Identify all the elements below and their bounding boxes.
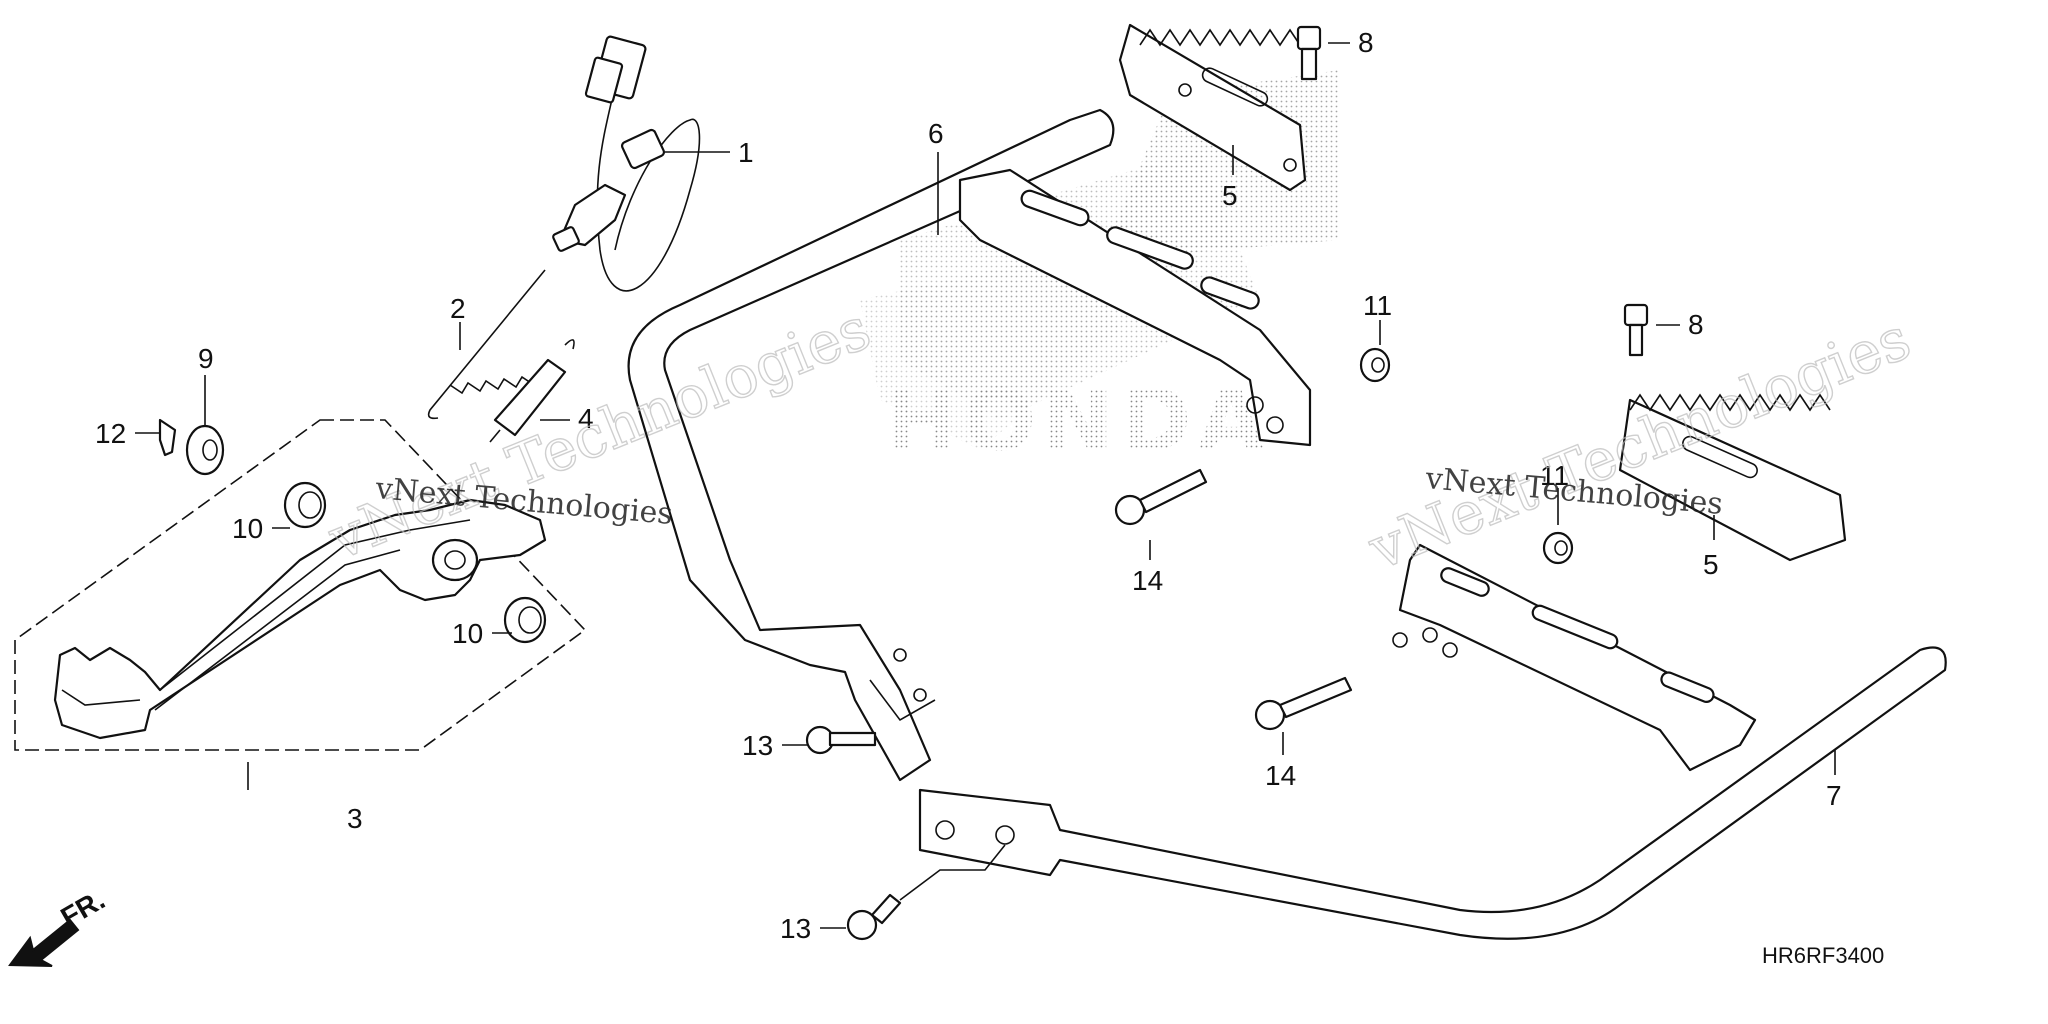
- callout-8a: 8: [1358, 27, 1374, 58]
- cotter-pin-12: [158, 418, 177, 457]
- collar-10-lower: [503, 596, 547, 644]
- callout-11a: 11: [1363, 290, 1392, 321]
- callout-11b: 11: [1540, 460, 1569, 491]
- brake-pedal: [53, 498, 547, 740]
- front-arrow-icon: [8, 918, 80, 967]
- callout-13a: 13: [742, 730, 773, 761]
- nut-11-upper: [1359, 347, 1391, 383]
- callout-12: 12: [95, 418, 126, 449]
- callout-1: 1: [738, 137, 754, 168]
- washer-9: [185, 424, 225, 476]
- callout-14a: 14: [1132, 565, 1163, 596]
- callout-6: 6: [928, 118, 944, 149]
- callout-10b: 10: [452, 618, 483, 649]
- pedal-pivot: [431, 538, 479, 582]
- callout-4: 4: [578, 403, 594, 434]
- step-bar-6: [627, 108, 1312, 782]
- honda-logo: HONDA: [885, 371, 1270, 471]
- bolt-8-upper: [1296, 25, 1322, 81]
- spring-4: [489, 339, 575, 443]
- stop-switch-group: [552, 35, 701, 292]
- bolt-14-upper: [1114, 468, 1208, 526]
- step-bar-7: [899, 543, 1947, 940]
- drawing-code: HR6RF3400: [1762, 943, 1884, 968]
- callout-5a: 5: [1222, 180, 1238, 211]
- bolt-13-upper: [805, 725, 877, 755]
- callout-2: 2: [450, 293, 466, 324]
- callout-8b: 8: [1688, 309, 1704, 340]
- callout-9: 9: [198, 343, 214, 374]
- leader-lines: [135, 42, 1836, 929]
- bolt-8-lower: [1623, 303, 1649, 357]
- callout-14b: 14: [1265, 760, 1296, 791]
- front-direction-indicator: FR.: [8, 884, 110, 967]
- bolt-14-lower: [1254, 676, 1353, 731]
- bolt-13-lower: [846, 893, 902, 941]
- callout-7: 7: [1826, 780, 1842, 811]
- callouts: 1 2 3 4 5 5 6 7 8 8 9 10 10 11 11 12 13 …: [95, 27, 1842, 944]
- pedal-assembly-group: [14, 418, 587, 790]
- callout-10a: 10: [232, 513, 263, 544]
- callout-5b: 5: [1703, 549, 1719, 580]
- step-plate-5-upper: [1118, 23, 1307, 192]
- callout-3: 3: [347, 803, 363, 834]
- step-plate-5-lower: [1618, 393, 1847, 562]
- nut-11-lower: [1542, 531, 1574, 565]
- callout-13b: 13: [780, 913, 811, 944]
- collar-10-upper: [283, 481, 327, 529]
- watermark-ghost-left: vNext Technologies: [319, 294, 880, 573]
